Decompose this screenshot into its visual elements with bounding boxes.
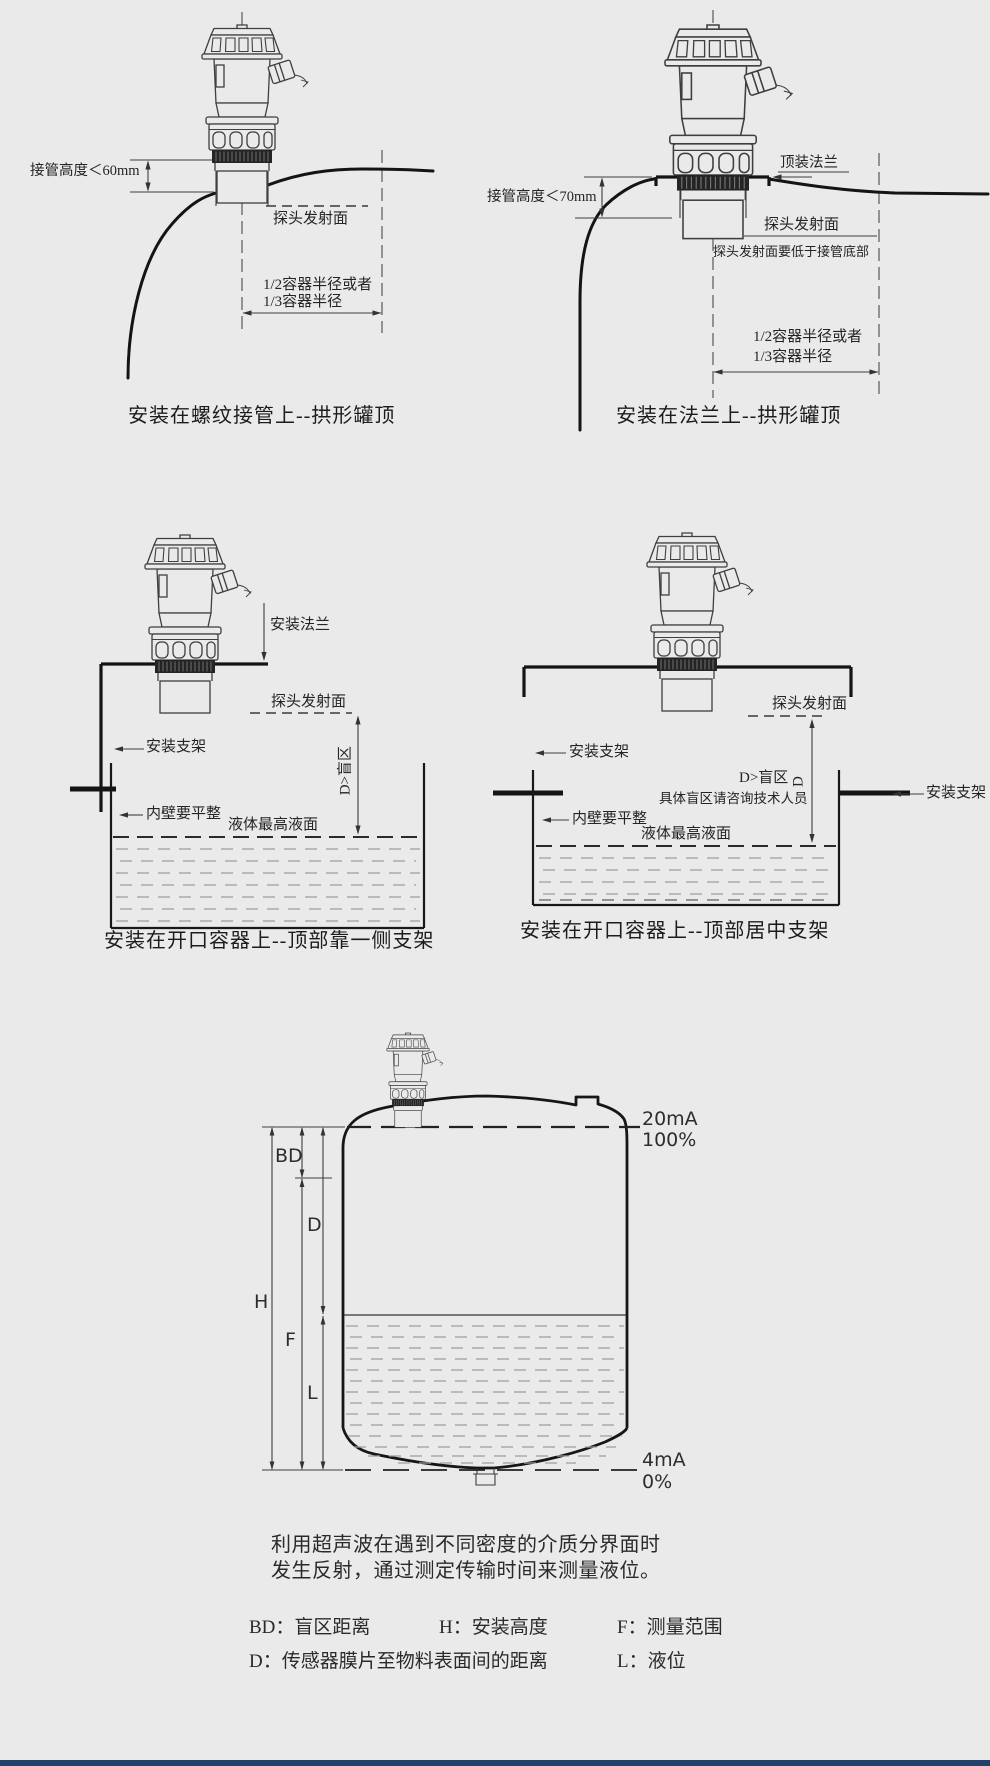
description-line2: 发生反射，通过测定传输时间来测量液位。 (271, 1560, 661, 1582)
bracket-left-label: 安装支架 (569, 744, 630, 760)
radius-note-line1: 1/2容器半径或者 (753, 329, 863, 345)
current-bottom-label: 4mA (642, 1449, 686, 1471)
open-center-diagram-art (493, 532, 924, 907)
max-level-label: 液体最高液面 (228, 817, 319, 833)
bracket-right-label: 安装支架 (926, 785, 987, 801)
emission-face-label: 探头发射面 (764, 217, 840, 233)
legend-l: L：液位 (617, 1651, 686, 1672)
current-top-label: 20mA (642, 1108, 698, 1130)
mount-flange-label: 安装法兰 (270, 617, 331, 633)
legend-d: D：传感器膜片至物料表面间的距离 (249, 1651, 548, 1672)
nozzle-height-label: 接管高度＜70mm (487, 189, 597, 205)
emission-face-label: 探头发射面 (271, 694, 347, 710)
measurement-diagram-art (262, 1032, 640, 1486)
bracket-label: 安装支架 (146, 739, 207, 755)
legend-bd: BD：盲区距离 (249, 1617, 371, 1638)
emission-face-label: 探头发射面 (273, 211, 349, 227)
l-dimension-label: L (307, 1382, 318, 1404)
radius-note-line1: 1/2容器半径或者 (263, 277, 373, 293)
wall-flat-label: 内壁要平整 (146, 806, 222, 822)
description-line1: 利用超声波在遇到不同密度的介质分界面时 (271, 1534, 661, 1556)
d-dimension-label: D (307, 1214, 322, 1236)
blind-zone-label: D>盲区 (739, 770, 789, 786)
radius-note-line2: 1/3容器半径 (753, 349, 833, 365)
max-level-label: 液体最高液面 (641, 826, 732, 842)
nozzle-height-label: 接管高度＜60mm (30, 163, 140, 179)
open-side-diagram-caption: 安装在开口容器上--顶部靠一侧支架 (104, 930, 435, 952)
threaded-diagram-caption: 安装在螺纹接管上--拱形罐顶 (128, 405, 396, 427)
emission-note-label: 探头发射面要低于接管底部 (713, 244, 870, 259)
top-flange-label: 顶装法兰 (780, 155, 838, 171)
footer-bar (0, 1760, 990, 1766)
open-center-diagram-caption: 安装在开口容器上--顶部居中支架 (520, 920, 830, 942)
bd-dimension-label: BD (275, 1145, 303, 1167)
h-dimension-label: H (254, 1291, 269, 1313)
percent-top-label: 100% (642, 1129, 697, 1151)
legend-f: F：测量范围 (617, 1617, 723, 1638)
threaded-diagram-art (126, 12, 435, 380)
flange-diagram-caption: 安装在法兰上--拱形罐顶 (616, 405, 842, 427)
open-side-diagram-art (70, 534, 426, 930)
radius-note-line2: 1/3容器半径 (263, 294, 343, 310)
emission-face-label: 探头发射面 (772, 696, 848, 712)
flange-diagram-art (575, 10, 990, 432)
wall-flat-label: 内壁要平整 (572, 811, 648, 827)
blind-note-label: 具体盲区请咨询技术人员 (659, 791, 808, 806)
percent-bottom-label: 0% (642, 1471, 673, 1493)
legend-h: H：安装高度 (439, 1617, 548, 1638)
f-dimension-label: F (285, 1329, 296, 1351)
